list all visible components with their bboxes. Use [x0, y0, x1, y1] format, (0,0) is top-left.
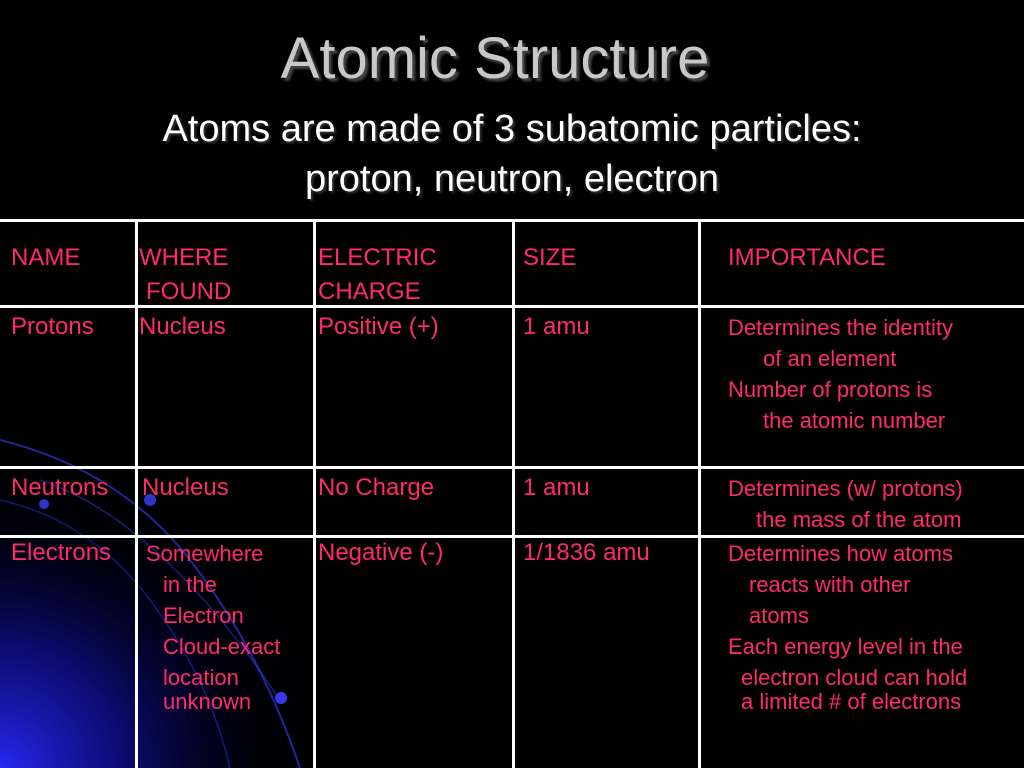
row-neutrons-importance-2: the mass of the atom	[756, 507, 962, 532]
row-electrons-where-3: Electron	[163, 603, 244, 628]
row-protons-size: 1 amu	[523, 313, 590, 340]
row-electrons-importance-1: Determines how atoms	[728, 541, 953, 566]
row-electrons-where-5: location	[163, 665, 239, 690]
row-electrons-where-6: unknown	[163, 689, 252, 714]
header-charge-2: CHARGE	[318, 278, 421, 305]
row-electrons-size: 1/1836 amu	[523, 539, 650, 566]
header-charge-1: ELECTRIC	[318, 244, 437, 271]
row-neutrons-charge: No Charge	[318, 474, 435, 501]
column-divider-2	[313, 219, 316, 768]
row-neutrons-size: 1 amu	[523, 474, 590, 501]
column-divider-3	[512, 219, 515, 768]
row-protons-name: Protons	[11, 313, 94, 340]
subtitle-line-2: proton, neutron, electron	[304, 158, 720, 200]
row-electrons-name: Electrons	[11, 539, 112, 566]
row-electrons-importance-2: reacts with other	[749, 572, 911, 597]
header-name: NAME	[11, 244, 81, 271]
row-electrons-where-1: Somewhere	[146, 541, 264, 566]
row-protons-charge: Positive (+)	[318, 313, 439, 340]
row-electrons-charge: Negative (-)	[318, 539, 444, 566]
row-electrons-where-4: Cloud-exact	[163, 634, 281, 659]
row-neutrons-name: Neutrons	[11, 474, 109, 501]
row-electrons-where-2: in the	[163, 572, 217, 597]
row-electrons-importance-4: Each energy level in the	[728, 634, 963, 659]
slide-subtitle: Atoms are made of 3 subatomic particles:…	[0, 104, 1024, 204]
header-where-1: WHERE	[139, 244, 229, 271]
header-size: SIZE	[523, 244, 577, 271]
slide-title: Atomic Structure	[280, 26, 710, 91]
row-protons-importance-4: the atomic number	[763, 408, 946, 433]
subtitle-line-1: Atoms are made of 3 subatomic particles:	[162, 108, 862, 150]
header-where-2: FOUND	[146, 278, 232, 305]
row-electrons-importance-6: a limited # of electrons	[741, 689, 962, 714]
column-divider-4	[698, 219, 701, 768]
row-electrons-importance-3: atoms	[749, 603, 809, 628]
row-electrons-importance-5: electron cloud can hold	[741, 665, 968, 690]
row-protons-importance-1: Determines the identity	[728, 315, 953, 340]
column-divider-1	[135, 219, 138, 768]
row-protons-importance-2: of an element	[763, 346, 897, 371]
header-importance: IMPORTANCE	[728, 244, 886, 271]
row-protons-where: Nucleus	[139, 313, 226, 340]
row-protons-importance-3: Number of protons is	[728, 377, 933, 402]
row-neutrons-importance-1: Determines (w/ protons)	[728, 476, 963, 501]
row-neutrons-where: Nucleus	[142, 474, 229, 501]
